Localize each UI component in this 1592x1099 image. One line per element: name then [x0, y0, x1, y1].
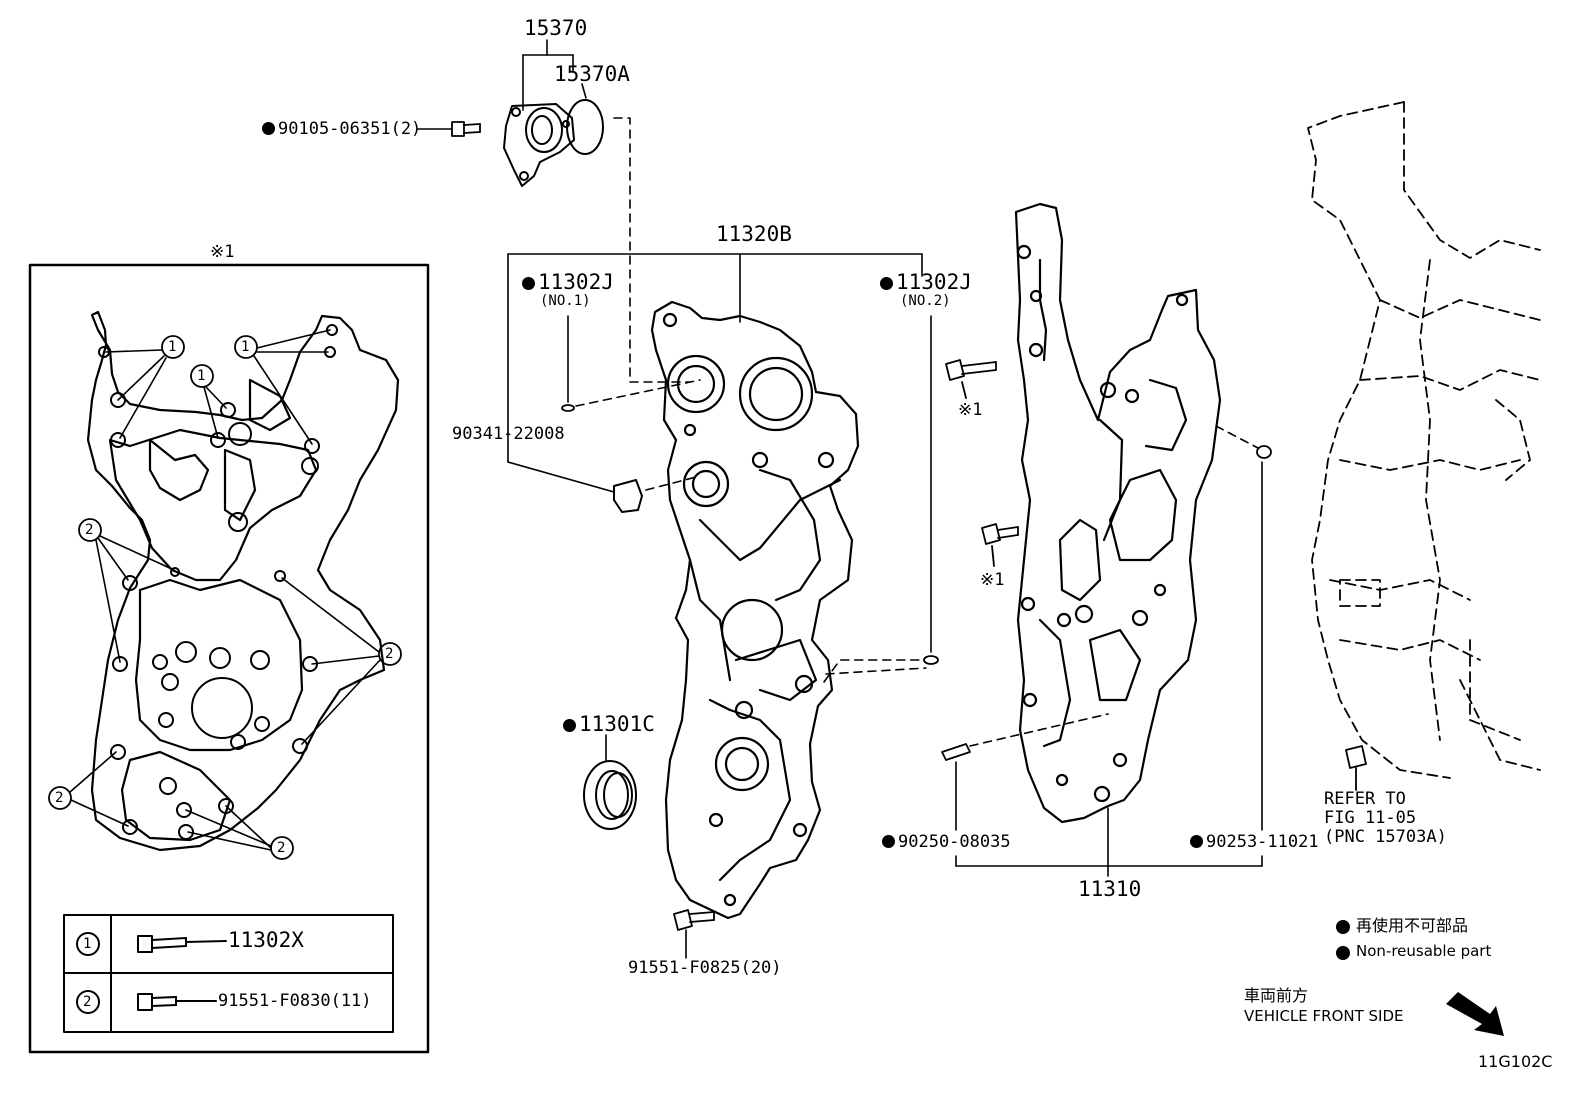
- detail-box-title: ※1: [210, 242, 235, 262]
- pins-11302j: [561, 404, 939, 665]
- part-label-90253: 90253-11021: [1190, 834, 1319, 851]
- refer-line-2: FIG 11-05: [1324, 808, 1417, 828]
- part-label-91551-f0825: 91551-F0825(20): [628, 958, 782, 978]
- part-number-text: 90105-06351(2): [278, 119, 422, 139]
- note-label-b: ※1: [980, 570, 1005, 590]
- part-number-text: 11301C: [579, 712, 655, 736]
- part-label-11310: 11310: [1078, 877, 1142, 901]
- part-label-no1: (NO.1): [540, 293, 591, 309]
- front-side-en: VEHICLE FRONT SIDE: [1244, 1007, 1404, 1025]
- part-label-no2: (NO.2): [900, 293, 951, 309]
- gasket-outline: [86, 310, 400, 852]
- part-label-15370: 15370: [524, 16, 588, 40]
- part-label-91551-f0830: 91551-F0830(11): [218, 991, 372, 1011]
- legend-dots: [1336, 920, 1350, 960]
- engine-block-phantom: [1307, 101, 1541, 779]
- bolt-90105: [451, 121, 481, 137]
- part-label-11320b: 11320B: [716, 222, 792, 246]
- legend-callout-2: 2: [83, 994, 92, 1010]
- part-label-90105: 90105-06351(2): [262, 121, 421, 138]
- part-label-11301c: 11301C: [563, 714, 655, 735]
- part-number-text: 90250-08035: [898, 832, 1011, 852]
- dowel-pin-90250: [941, 445, 1272, 761]
- part-label-11302j-no2: 11302J: [880, 272, 972, 293]
- bracket-11310: [955, 461, 1263, 877]
- part-number-text: 90253-11021: [1206, 832, 1319, 852]
- part-number-text: 11302J: [538, 270, 614, 294]
- callout-2c: 2: [55, 790, 64, 806]
- oil-pump-leaders: [417, 39, 587, 130]
- gasket-holes: [98, 324, 338, 840]
- part-label-11302j-no1: 11302J: [522, 272, 614, 293]
- callout-2b: 2: [385, 646, 394, 662]
- part-label-15370a: 15370A: [554, 62, 630, 86]
- non-reusable-dot: [522, 277, 535, 290]
- bolts-note1: [945, 359, 1019, 567]
- legend-table: [63, 914, 394, 1033]
- legend-non-reusable-en: Non-reusable part: [1356, 942, 1492, 960]
- callout-1b: 1: [241, 339, 250, 355]
- oil-seal-11301c: [583, 760, 637, 830]
- detail-box: [28, 263, 430, 1054]
- plug-15703a: [1345, 745, 1367, 791]
- callout-circles: [48, 335, 402, 860]
- non-reusable-dot: [1190, 835, 1203, 848]
- front-cover-11310: [1014, 202, 1222, 824]
- part-number-text: 11302J: [896, 270, 972, 294]
- legend-non-reusable-jp: 再使用不可部品: [1356, 916, 1469, 935]
- callout-leaders: [69, 329, 381, 851]
- callout-2d: 2: [277, 840, 286, 856]
- bracket-11320b: [507, 253, 932, 653]
- callout-1a: 1: [168, 339, 177, 355]
- legend-callout-1: 1: [83, 936, 92, 952]
- timing-cover-11320b: [650, 300, 860, 920]
- vehicle-front-arrow: [1446, 992, 1504, 1036]
- non-reusable-dot: [882, 835, 895, 848]
- part-label-90341: 90341-22008: [452, 424, 565, 444]
- oil-pump-part: [503, 99, 604, 187]
- note-label-a: ※1: [958, 400, 983, 420]
- callout-1c: 1: [197, 368, 206, 384]
- refer-line-3: (PNC 15703A): [1324, 827, 1447, 847]
- alignment-lines: [575, 117, 1259, 747]
- refer-line-1: REFER TO: [1324, 789, 1406, 809]
- figure-code: 11G102C: [1478, 1052, 1553, 1071]
- bolt-91551-f0825: [673, 909, 715, 931]
- front-side-jp: 車両前方: [1244, 986, 1309, 1005]
- callout-2a: 2: [85, 522, 94, 538]
- part-label-90250: 90250-08035: [882, 834, 1011, 851]
- non-reusable-dot: [880, 277, 893, 290]
- non-reusable-dot: [262, 122, 275, 135]
- part-label-11302x: 11302X: [228, 928, 304, 952]
- non-reusable-dot: [563, 719, 576, 732]
- plug-90341: [613, 479, 643, 513]
